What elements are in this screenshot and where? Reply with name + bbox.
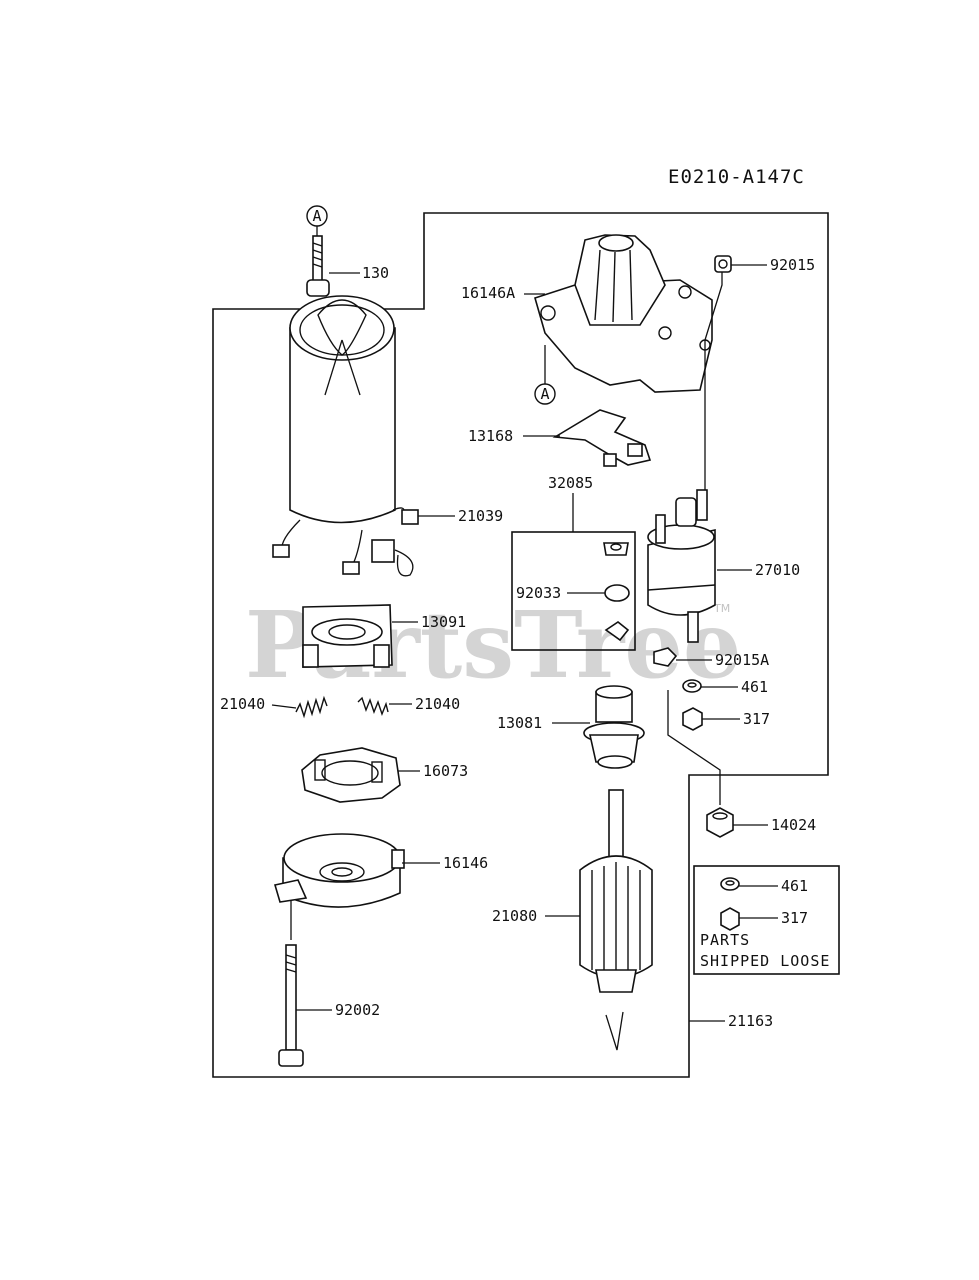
label-92002: 92002 <box>335 1001 380 1019</box>
pinion-13081-part <box>583 685 645 769</box>
label-27010: 27010 <box>755 561 800 579</box>
label-317-b: 317 <box>781 909 808 927</box>
label-16073: 16073 <box>423 762 468 780</box>
brush-plate-16073-part <box>301 747 401 803</box>
loose-note-line2: SHIPPED LOOSE <box>700 952 830 970</box>
label-21039: 21039 <box>458 507 503 525</box>
lever-13168-part <box>552 409 652 467</box>
label-461-a: 461 <box>741 678 768 696</box>
reference-code: E0210-A147C <box>668 166 805 188</box>
svg-text:A: A <box>540 385 549 403</box>
nut-14024-part <box>706 807 734 838</box>
label-21080: 21080 <box>492 907 537 925</box>
spring-21040-right-part <box>357 696 389 717</box>
callout-a-housing: A <box>534 383 556 405</box>
label-16146: 16146 <box>443 854 488 872</box>
label-461-b: 461 <box>781 877 808 895</box>
yoke-21039-part <box>272 295 419 577</box>
armature-21080-part <box>579 789 653 1051</box>
label-13081: 13081 <box>497 714 542 732</box>
shipped-loose-box <box>693 865 840 975</box>
nut-92015A-part <box>653 647 678 667</box>
washer-461-part <box>682 679 702 693</box>
through-bolt-92002-part <box>278 944 304 1067</box>
label-92015: 92015 <box>770 256 815 274</box>
rear-cover-16146-part <box>273 833 405 908</box>
spring-21040-left-part <box>295 695 328 719</box>
label-21040-b: 21040 <box>415 695 460 713</box>
kit-32085-parts <box>603 542 630 642</box>
loose-note-line1: PARTS <box>700 931 750 949</box>
label-92015A: 92015A <box>715 651 769 669</box>
bolt-130-part <box>306 235 330 297</box>
assembly-frame <box>212 212 829 1078</box>
watermark-trademark: TM <box>713 602 730 615</box>
label-317-a: 317 <box>743 710 770 728</box>
label-14024: 14024 <box>771 816 816 834</box>
label-21040-a: 21040 <box>220 695 265 713</box>
callout-a-top: A <box>306 205 328 236</box>
housing-16146A-part <box>534 234 713 393</box>
label-130: 130 <box>362 264 389 282</box>
label-21163: 21163 <box>728 1012 773 1030</box>
solenoid-27010-part <box>647 489 716 643</box>
nut-317-part <box>682 707 703 731</box>
label-92033: 92033 <box>516 584 561 602</box>
loose-nut-317-part <box>720 907 740 931</box>
label-13091: 13091 <box>421 613 466 631</box>
svg-text:A: A <box>312 207 321 225</box>
label-13168: 13168 <box>468 427 513 445</box>
brush-holder-13091-part <box>302 604 393 668</box>
kit-32085-box <box>511 531 636 651</box>
label-16146A: 16146A <box>461 284 515 302</box>
loose-washer-461-part <box>720 877 740 891</box>
label-32085: 32085 <box>548 474 593 492</box>
nut-92015-part <box>714 255 732 273</box>
